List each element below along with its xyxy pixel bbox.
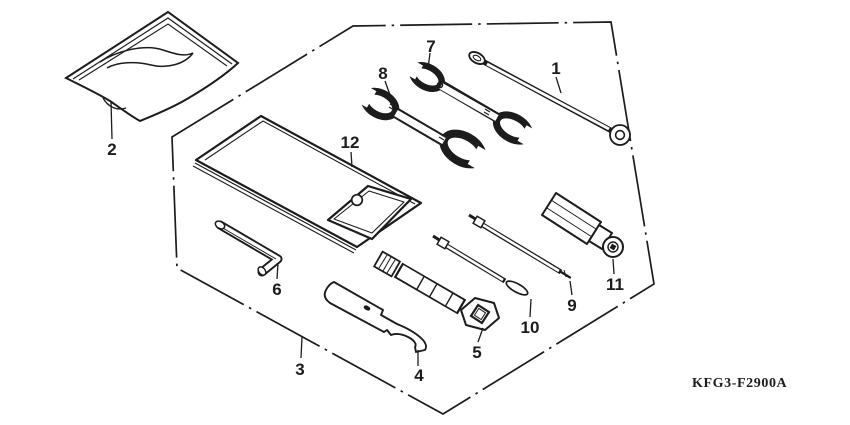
- callout-labels: 1 2 3 4 5 6 7 8 9 10 11 12: [107, 37, 624, 385]
- part-label-1: 1: [551, 59, 560, 78]
- snap-button: [350, 193, 364, 207]
- phillips-screwdriver-blade-part-9: [468, 213, 572, 279]
- open-end-wrench-part-7: [402, 58, 541, 149]
- pin-spanner-part-4: [323, 281, 427, 353]
- tool-pouch-part-12: [192, 114, 423, 254]
- tool-case-outline-part-3: [171, 21, 655, 415]
- open-end-wrench-part-8: [353, 83, 494, 174]
- spark-plug-wrench-part-5: [373, 250, 500, 331]
- part-label-6: 6: [272, 280, 281, 299]
- bar-wrench-part-1: [468, 51, 631, 146]
- part-label-5: 5: [472, 343, 481, 362]
- part-label-3: 3: [295, 360, 304, 379]
- hex-key-part-6: [214, 220, 283, 277]
- part-label-12: 12: [341, 133, 360, 152]
- part-label-2: 2: [107, 140, 116, 159]
- part-label-7: 7: [426, 37, 435, 56]
- part-label-10: 10: [521, 318, 540, 337]
- leader-lines: [110, 52, 615, 366]
- flat-screwdriver-blade-part-10: [432, 234, 529, 296]
- part-label-8: 8: [378, 64, 387, 83]
- part-label-11: 11: [606, 275, 624, 294]
- part-label-9: 9: [567, 296, 576, 315]
- plastic-bag-part-2: [63, 10, 240, 123]
- part-label-4: 4: [414, 366, 424, 385]
- screwdriver-handle-part-11: [541, 192, 624, 258]
- part-code: KFG3-F2900A: [692, 376, 788, 391]
